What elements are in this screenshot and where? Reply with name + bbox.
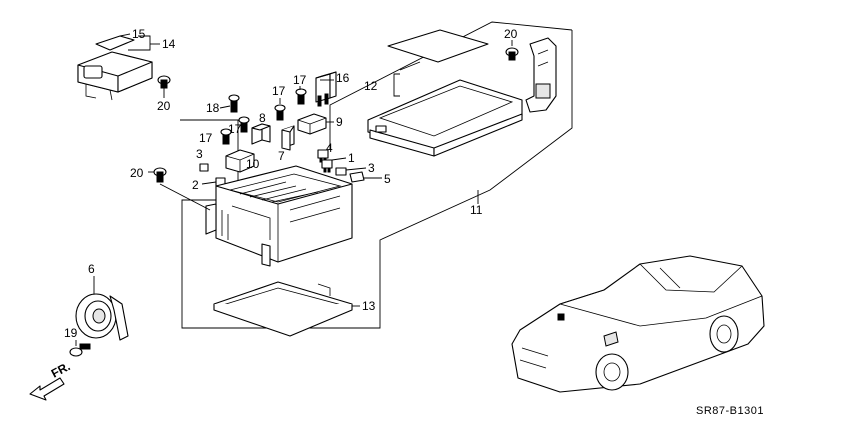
bolt-20-a	[157, 75, 171, 89]
callout-7: 7	[278, 149, 285, 163]
leader-1	[331, 157, 347, 161]
bolt-19	[69, 343, 91, 357]
callout-4: 4	[326, 141, 333, 155]
callout-13: 13	[362, 299, 376, 313]
bolt-18	[228, 94, 240, 113]
front-arrow-icon	[29, 377, 65, 401]
lower-cover-13	[213, 281, 353, 337]
leader-3b	[345, 167, 367, 171]
upper-cover-12	[367, 79, 523, 157]
callout-17d: 17	[199, 131, 213, 145]
callout-3a: 3	[196, 147, 203, 161]
clip-17-b	[274, 104, 286, 121]
relay-8	[251, 123, 271, 145]
diagram-code: SR87-B1301	[696, 405, 764, 417]
callout-1: 1	[348, 151, 355, 165]
fuse-5	[349, 171, 365, 183]
callout-11: 11	[470, 203, 483, 217]
clip-17-d	[220, 128, 232, 145]
leader-14	[128, 35, 151, 51]
fuse-1	[321, 159, 333, 173]
clip-17-c	[238, 116, 250, 133]
cover-label-sheet	[387, 29, 489, 63]
callout-3b: 3	[368, 161, 375, 175]
group-outline-11	[180, 30, 573, 329]
callout-15: 15	[132, 27, 146, 41]
callout-2: 2	[192, 178, 199, 192]
bracket-right	[525, 37, 557, 113]
relay-9	[297, 113, 327, 135]
callout-18: 18	[206, 101, 220, 115]
callout-5: 5	[384, 172, 391, 186]
callout-16: 16	[336, 71, 350, 85]
leader-12	[393, 73, 400, 97]
fuse-box-body	[205, 165, 353, 267]
callout-10: 10	[246, 157, 260, 171]
callout-8: 8	[259, 111, 266, 125]
callout-20c: 20	[504, 27, 518, 41]
relay-16	[315, 71, 337, 107]
callout-14: 14	[162, 37, 176, 51]
callout-12: 12	[364, 79, 378, 93]
relay-10	[225, 149, 255, 173]
car-illustration	[511, 255, 765, 393]
callout-17a: 17	[293, 73, 307, 87]
bolt-20-b	[153, 167, 167, 183]
clip-17-a	[295, 88, 307, 105]
leader-12b	[399, 61, 421, 71]
fuse-3-right	[335, 167, 347, 176]
callout-20a: 20	[157, 99, 171, 113]
leader-18	[219, 105, 231, 109]
callout-6: 6	[88, 262, 95, 276]
horn-6	[75, 293, 129, 341]
bolt-20-c	[505, 47, 519, 61]
callout-17b: 17	[272, 84, 286, 98]
leader-2	[201, 181, 217, 185]
leader-20b-box	[159, 183, 211, 211]
callout-19: 19	[64, 326, 78, 340]
relay-unit-14	[77, 35, 153, 101]
fuse-3-left	[199, 163, 209, 172]
relay-7	[281, 125, 295, 151]
front-marker: FR.	[49, 359, 73, 380]
callout-20b: 20	[130, 166, 144, 180]
leader-15	[119, 33, 131, 37]
group-outline-11-top	[329, 21, 573, 150]
callout-9: 9	[336, 115, 343, 129]
